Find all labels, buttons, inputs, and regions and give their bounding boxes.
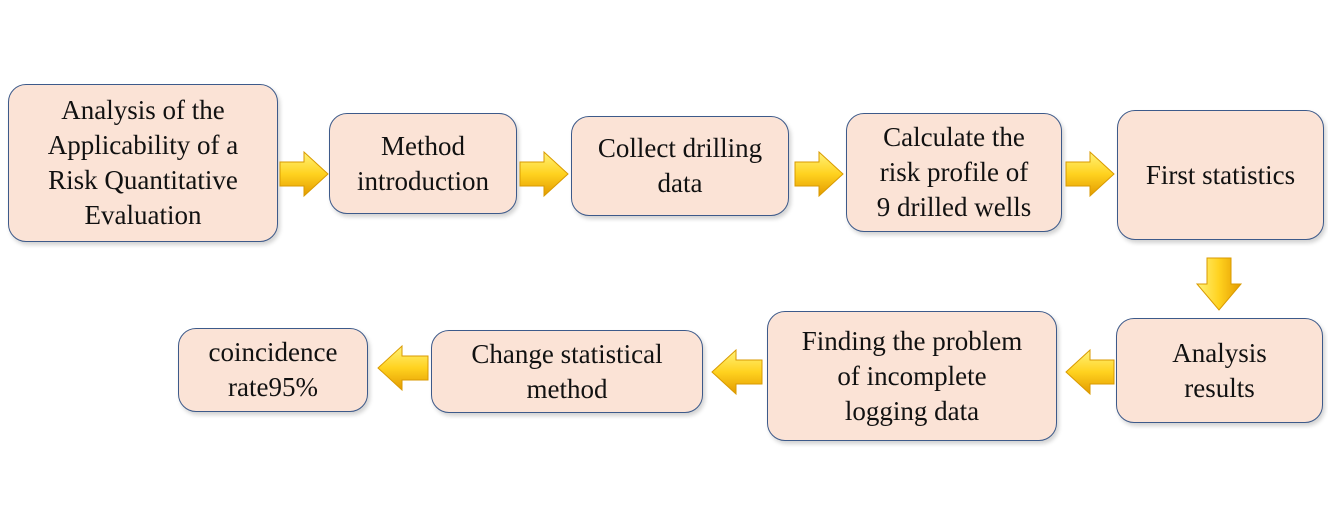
step-box-coincidence-rate: coincidence rate95%	[178, 328, 368, 412]
step-label: Calculate the risk profile of 9 drilled …	[876, 122, 1032, 222]
step-box-analysis-results: Analysis results	[1116, 318, 1323, 423]
step-label: Collect drilling data	[597, 133, 763, 198]
step-box-first-statistics: First statistics	[1117, 110, 1324, 240]
step-label: Analysis results	[1172, 337, 1267, 403]
step-box-method-introduction: Method introduction	[329, 113, 517, 214]
step-label: Change statistical method	[471, 338, 663, 404]
arrow-right-icon	[1065, 150, 1115, 198]
step-label: Analysis of the Applicability of a Risk …	[47, 95, 239, 230]
arrow-left-icon	[377, 344, 429, 392]
arrow-left-icon	[1065, 348, 1115, 396]
step-box-applicability-analysis: Analysis of the Applicability of a Risk …	[8, 84, 278, 242]
step-label: coincidence rate95%	[208, 337, 338, 402]
step-label: First statistics	[1145, 159, 1296, 190]
step-label: Finding the problem of incomplete loggin…	[801, 325, 1023, 426]
arrow-right-icon	[794, 150, 844, 198]
arrow-down-icon	[1195, 257, 1243, 311]
step-box-collect-drilling-data: Collect drilling data	[571, 116, 789, 216]
step-label: Method introduction	[357, 130, 489, 196]
step-box-calculate-risk-profile: Calculate the risk profile of 9 drilled …	[846, 113, 1062, 232]
arrow-right-icon	[519, 150, 569, 198]
arrow-right-icon	[279, 150, 329, 198]
step-box-change-method: Change statistical method	[431, 330, 703, 413]
arrow-left-icon	[711, 348, 763, 396]
step-box-finding-problem: Finding the problem of incomplete loggin…	[767, 311, 1057, 441]
